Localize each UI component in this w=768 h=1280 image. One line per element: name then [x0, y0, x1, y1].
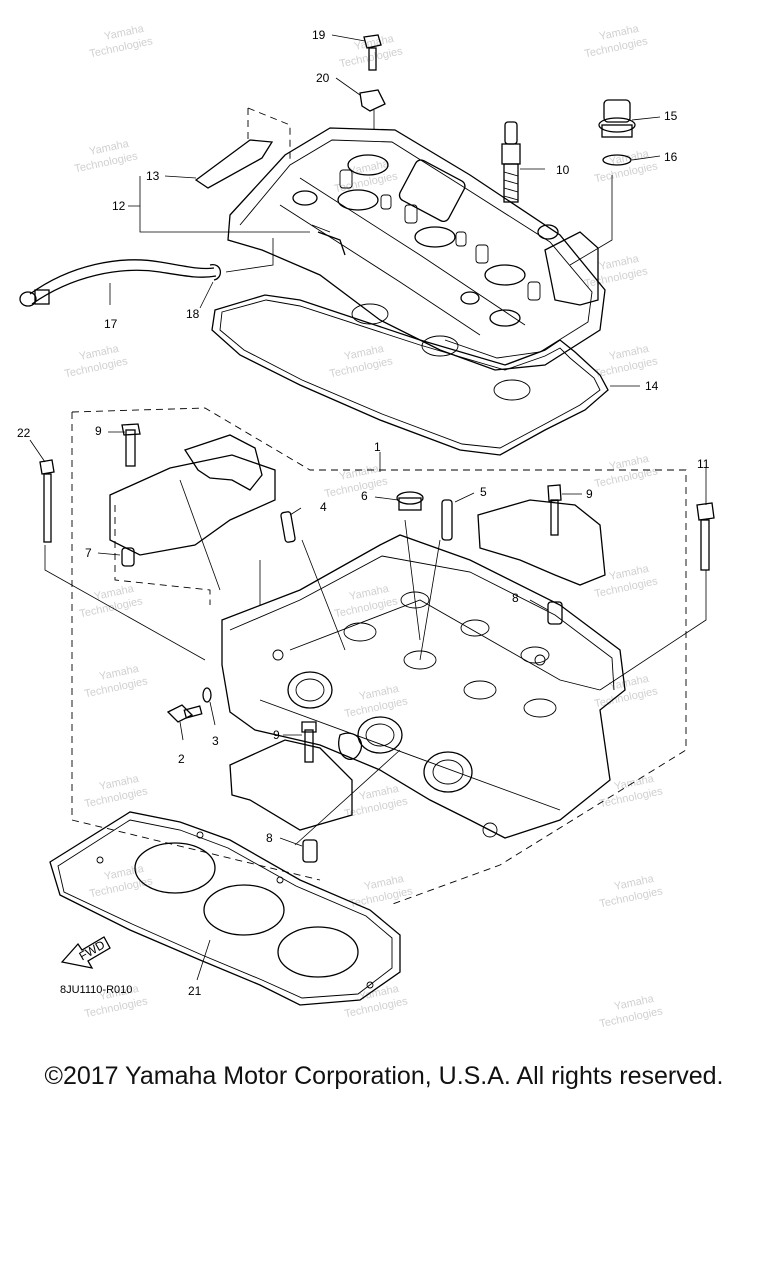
- part-label-20: 20: [316, 71, 330, 85]
- fwd-label: FWD: [77, 937, 108, 963]
- forward-direction-arrow: FWD: [60, 936, 111, 969]
- cylinder-head-gasket: [49, 811, 401, 1006]
- part-label-14: 14: [645, 379, 659, 393]
- long-head-bolts: [39, 459, 715, 571]
- part-label-10: 10: [556, 163, 570, 177]
- part-label-5: 5: [480, 485, 487, 499]
- leader-lines: [29, 34, 707, 981]
- part-label-1: 1: [374, 440, 381, 454]
- camshaft-cap-group-right: [477, 484, 606, 625]
- part-label-18: 18: [186, 307, 200, 321]
- part-label-22: 22: [17, 426, 31, 440]
- part-label-21: 21: [188, 984, 202, 998]
- valve-parts: [280, 491, 453, 543]
- spark-plug: [501, 121, 521, 203]
- part-label-11: 11: [697, 457, 710, 471]
- part-label-12: 12: [112, 199, 126, 213]
- oil-gallery-bolt: [166, 687, 212, 723]
- part-label-9a: 9: [95, 424, 102, 438]
- camshaft-cap-lower: [229, 721, 363, 863]
- breather-hose: [19, 259, 221, 307]
- part-label-16: 16: [664, 150, 678, 164]
- camshaft-cap-group-upper: [109, 423, 276, 567]
- cylinder-head: [221, 534, 626, 839]
- copyright-notice: ©2017 Yamaha Motor Corporation, U.S.A. A…: [44, 1062, 724, 1090]
- part-label-6: 6: [361, 489, 368, 503]
- oil-filler-cap: [598, 99, 636, 166]
- part-label-7: 7: [85, 546, 92, 560]
- part-label-2: 2: [178, 752, 185, 766]
- cover-bolt: [359, 34, 386, 112]
- part-label-4: 4: [320, 500, 327, 514]
- part-label-3: 3: [212, 734, 219, 748]
- part-label-17: 17: [104, 317, 118, 331]
- drawing-code: 8JU1110-R010: [60, 984, 132, 996]
- part-label-9c: 9: [273, 728, 280, 742]
- assembly-boundary: [71, 107, 687, 906]
- cylinder-head-cover: [194, 127, 606, 371]
- part-label-8b: 8: [266, 831, 273, 845]
- part-label-13: 13: [146, 169, 160, 183]
- part-label-19: 19: [312, 28, 326, 42]
- part-number-labels: 19 20 15 16 10 13 12 17 18 14 22 9 1 11 …: [17, 28, 710, 998]
- part-label-8a: 8: [512, 591, 519, 605]
- head-cover-gasket: [211, 294, 609, 456]
- part-label-9b: 9: [586, 487, 593, 501]
- part-label-15: 15: [664, 109, 678, 123]
